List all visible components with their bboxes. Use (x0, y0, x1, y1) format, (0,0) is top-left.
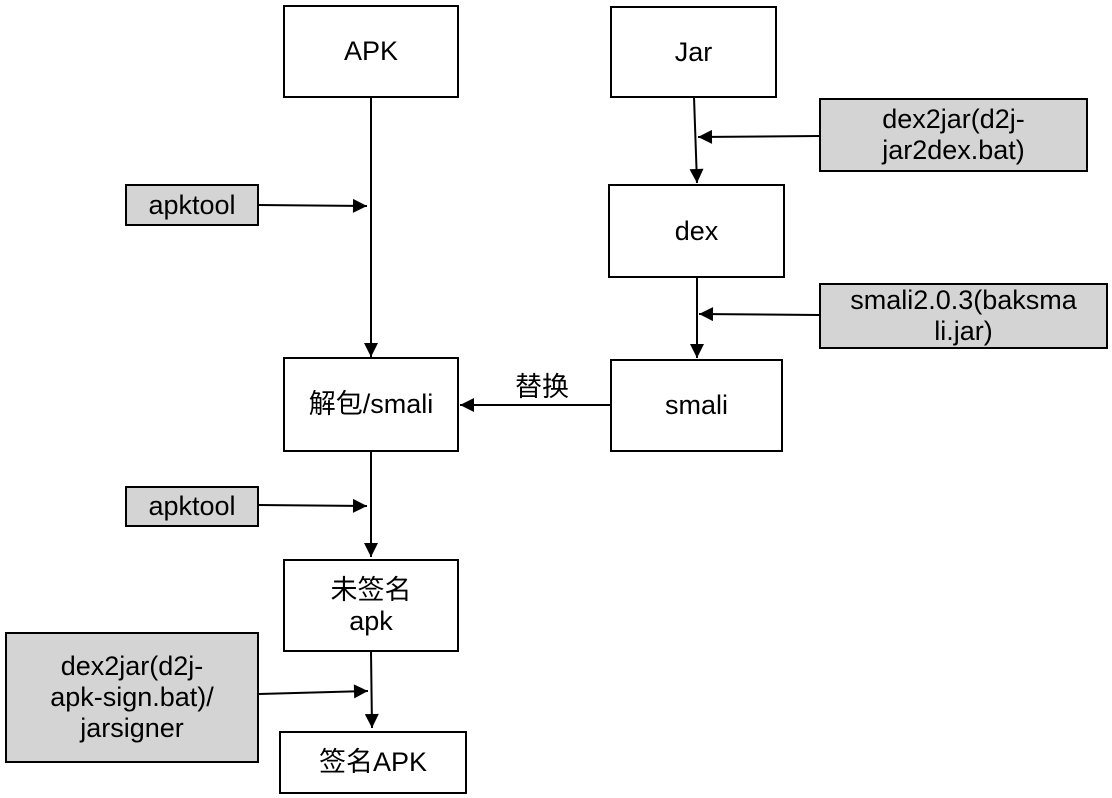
tool-dex2jar-jar2dex-label: dex2jar(d2j- jar2dex.bat) (882, 104, 1025, 165)
node-apk-label: APK (343, 36, 399, 66)
node-smali-label: smali (664, 390, 728, 420)
tool-apktool-build-label: apktool (148, 491, 236, 521)
node-signed-apk: 签名APK (279, 731, 467, 794)
tool-dex2jar-jar2dex: dex2jar(d2j- jar2dex.bat) (819, 98, 1088, 172)
tool-dex2jar-sign-label: dex2jar(d2j- apk-sign.bat)/ jarsigner (50, 651, 214, 743)
tool-smali-baksmali: smali2.0.3(baksma li.jar) (819, 283, 1108, 349)
node-unsigned-apk-label: 未签名 apk (330, 574, 412, 636)
node-smali: smali (610, 359, 783, 452)
node-unpack-smali: 解包/smali (283, 357, 459, 452)
node-dex: dex (608, 184, 785, 278)
arrow-unsigned-to-signed (364, 651, 379, 729)
tool-apktool-decode-label: apktool (148, 189, 236, 220)
tool-apktool-decode: apktool (125, 184, 259, 226)
node-jar: Jar (610, 6, 777, 98)
arrow-apktool-build (257, 498, 368, 513)
tool-smali-baksmali-label: smali2.0.3(baksma li.jar) (850, 285, 1077, 346)
node-apk: APK (283, 5, 459, 98)
arrow-dex2jar-sign (258, 684, 369, 699)
arrow-apktool-decode (257, 198, 368, 213)
node-unsigned-apk: 未签名 apk (283, 559, 459, 652)
node-dex-label: dex (674, 215, 719, 246)
arrow-dex2jar-jar2dex (697, 129, 820, 144)
arrow-smali-baksmali (698, 307, 820, 322)
node-unpack-smali-label: 解包/smali (308, 389, 434, 419)
edge-label-replace: 替换 (515, 372, 569, 402)
node-jar-label: Jar (674, 36, 713, 67)
tool-apktool-build: apktool (125, 486, 259, 527)
tool-dex2jar-sign: dex2jar(d2j- apk-sign.bat)/ jarsigner (5, 632, 259, 763)
arrow-jar-to-dex (689, 96, 704, 184)
node-signed-apk-label: 签名APK (318, 747, 428, 777)
